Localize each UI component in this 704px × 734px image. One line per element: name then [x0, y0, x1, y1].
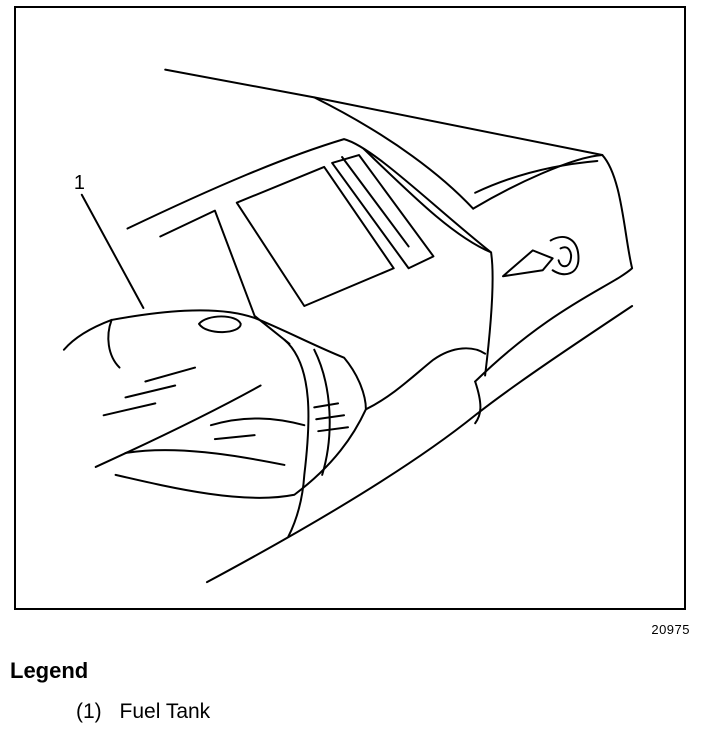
legend-title: Legend	[10, 658, 89, 683]
callout-leader-line	[80, 193, 145, 309]
rear-window-curve	[313, 96, 475, 210]
callout-number-1: 1	[74, 172, 85, 194]
lower-body-line	[205, 305, 634, 584]
rear-quarter-contour	[364, 347, 487, 411]
trunk-outline	[472, 154, 634, 383]
vehicle-underbody-illustration: 1	[62, 68, 634, 584]
body-upper-line	[126, 138, 493, 254]
tank-strap-2	[313, 348, 331, 476]
tank-strap	[283, 338, 310, 538]
filler-pipe	[501, 249, 554, 278]
tank-seam-2	[124, 449, 286, 466]
trunk-lid-edge	[474, 159, 599, 194]
fuel-tank-sender	[198, 315, 242, 334]
side-window	[235, 165, 395, 308]
fuel-tank-top	[107, 318, 121, 369]
c-pillar	[362, 148, 494, 377]
fuel-filler-cap	[557, 246, 572, 268]
tank-lower-detail	[209, 417, 306, 441]
door-top-line	[159, 209, 291, 345]
window-trim	[341, 156, 410, 248]
fuel-tank-outline	[62, 309, 367, 499]
legend-list: (1) Fuel Tank	[76, 700, 210, 724]
tank-ribs	[313, 402, 350, 433]
figure-number: 20975	[651, 622, 690, 637]
roof-line	[164, 68, 604, 157]
diagram-frame: 1	[14, 6, 686, 610]
legend-item-label: Fuel Tank	[119, 700, 211, 723]
legend-item-number: (1)	[76, 700, 102, 723]
fuel-filler-ring	[549, 236, 580, 276]
legend-item: (1) Fuel Tank	[76, 700, 210, 724]
quarter-window	[331, 154, 435, 270]
rear-bumper-curve	[474, 380, 482, 425]
tank-front-lines	[102, 366, 197, 417]
tank-seam-1	[94, 384, 262, 468]
